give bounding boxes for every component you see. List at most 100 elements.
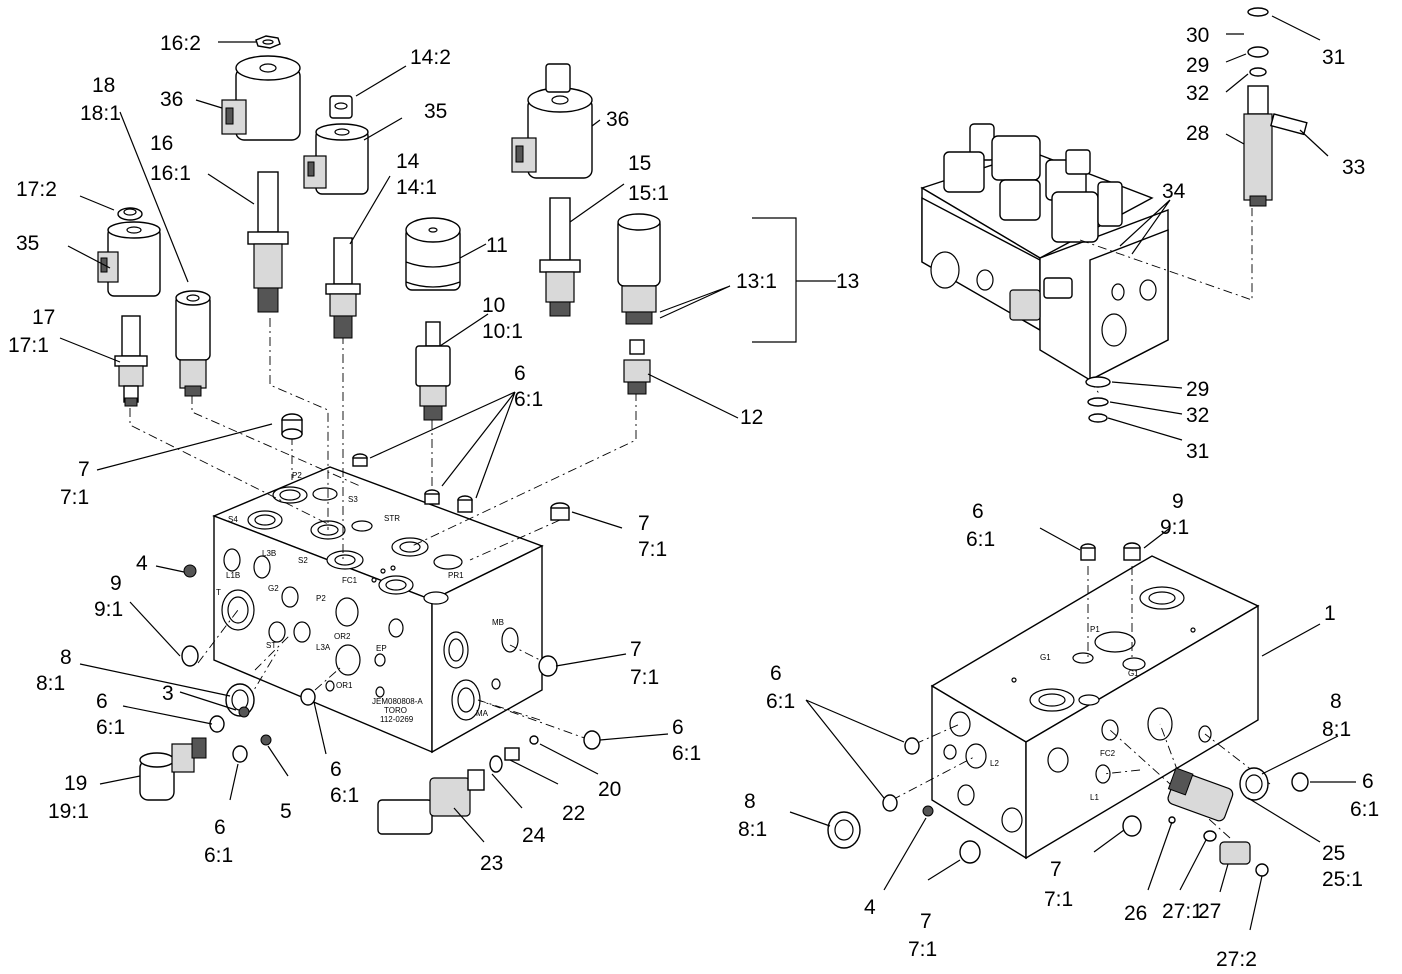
callout-6-secondary-left: 6	[770, 662, 782, 685]
callout-18: 18	[92, 74, 115, 97]
callout-6-right: 6	[672, 716, 684, 739]
port-label-g1: G1	[1040, 653, 1051, 662]
insert-12	[623, 339, 651, 395]
main-manifold-block: S4 P2 S3 STR L3B S2 L1B G2 T FC1 PR1 P2 …	[212, 466, 544, 754]
secondary-manifold-block: G1 P1 G1 FC2 L2 L1	[930, 555, 1260, 860]
port-label-g1-right: G1	[1128, 669, 1139, 678]
nut-16-2	[255, 35, 281, 49]
callout-13-1: 13:1	[736, 270, 777, 293]
callout-26: 26	[1124, 902, 1147, 925]
callout-28: 28	[1186, 122, 1209, 145]
callout-32-top: 32	[1186, 82, 1209, 105]
port-label-p2: P2	[292, 471, 302, 480]
callout-9-secondary: 9	[1172, 490, 1184, 513]
port-label-p2-front: P2	[316, 594, 326, 603]
callout-6-bottom: 6	[214, 816, 226, 839]
callout-17-1: 17:1	[8, 334, 49, 357]
port-label-l3a: L3A	[316, 643, 331, 652]
callout-30: 30	[1186, 24, 1209, 47]
manifold-maker: TORO	[384, 706, 407, 715]
callout-9-1: 9:1	[94, 598, 123, 621]
callout-3: 3	[162, 682, 174, 705]
callout-17-2: 17:2	[16, 178, 57, 201]
callout-8-1-secondary-left: 8:1	[738, 818, 767, 841]
assembled-valve-view	[920, 123, 1253, 396]
relief-valve-13	[617, 213, 661, 325]
callout-4: 4	[136, 552, 148, 575]
callout-25: 25	[1322, 842, 1345, 865]
port-label-t: T	[216, 588, 221, 597]
callout-29-bottom: 29	[1186, 378, 1209, 401]
callout-13: 13	[836, 270, 859, 293]
callout-14: 14	[396, 150, 420, 173]
port-label-pr1: PR1	[448, 571, 464, 580]
callout-6-1-secondary: 6:1	[966, 528, 995, 551]
port-label-l2: L2	[990, 759, 999, 768]
callout-23: 23	[480, 852, 503, 875]
callout-14-1: 14:1	[396, 176, 437, 199]
callout-33: 33	[1342, 156, 1365, 179]
callout-31-top: 31	[1322, 46, 1345, 69]
callout-6-secondary-right: 6	[1362, 770, 1374, 793]
port-label-fc2: FC2	[1100, 749, 1116, 758]
port-label-str: STR	[384, 514, 400, 523]
callout-6-1-mid: 6:1	[330, 784, 359, 807]
callouts: 16:2 14:2 36 35 18 18:1 16 16:1 14 14:1 …	[8, 24, 1379, 971]
callout-27-2: 27:2	[1216, 948, 1257, 971]
callout-22: 22	[562, 802, 585, 825]
plug-19	[139, 737, 207, 801]
callout-8-secondary: 8	[1330, 690, 1342, 713]
callout-6-secondary: 6	[972, 500, 984, 523]
callout-8-1: 8:1	[36, 672, 65, 695]
port-label-p1: P1	[1090, 625, 1100, 634]
callout-6-1-left: 6:1	[96, 716, 125, 739]
port-label-ep: EP	[376, 644, 387, 653]
nut-17-2	[117, 207, 143, 221]
cartridge-14	[325, 237, 361, 339]
plugs-secondary	[827, 542, 1309, 877]
callout-35: 35	[424, 100, 447, 123]
callout-31-bottom: 31	[1186, 440, 1209, 463]
port-label-mb: MB	[492, 618, 504, 627]
callout-7-lower: 7	[630, 638, 642, 661]
callout-35-left: 35	[16, 232, 39, 255]
nut-14-2	[329, 95, 353, 119]
port-label-or1: OR1	[336, 681, 353, 690]
callout-6-top: 6	[514, 362, 526, 385]
callout-10: 10	[482, 294, 505, 317]
callout-7-1-secondary-bottom: 7:1	[908, 938, 937, 961]
callout-7-1-secondary: 7:1	[1044, 888, 1073, 911]
callout-15-1: 15:1	[628, 182, 669, 205]
callout-8-secondary-left: 8	[744, 790, 756, 813]
callout-19: 19	[64, 772, 87, 795]
cartridge-10	[415, 321, 451, 421]
relief-valve-18	[175, 290, 211, 397]
callout-6-1-secondary-left: 6:1	[766, 690, 795, 713]
port-label-s2: S2	[298, 556, 308, 565]
callout-9-1-secondary: 9:1	[1160, 516, 1189, 539]
cartridge-17	[114, 315, 148, 407]
callout-8: 8	[60, 646, 72, 669]
callout-29-top: 29	[1186, 54, 1209, 77]
manifold-part-number: JEM080808-A	[372, 697, 423, 706]
callout-10-1: 10:1	[482, 320, 523, 343]
callout-27: 27	[1198, 900, 1221, 923]
port-label-or2: OR2	[334, 632, 351, 641]
coil-36-left	[221, 55, 301, 141]
callout-14-2: 14:2	[410, 46, 451, 69]
callout-9: 9	[110, 572, 122, 595]
port-label-fc1: FC1	[342, 576, 358, 585]
callout-7-1-lower: 7:1	[630, 666, 659, 689]
callout-36: 36	[160, 88, 183, 111]
callout-17: 17	[32, 306, 55, 329]
port-label-l1b: L1B	[226, 571, 240, 580]
callout-8-1-secondary: 8:1	[1322, 718, 1351, 741]
callout-36-right: 36	[606, 108, 629, 131]
callout-18-1: 18:1	[80, 102, 121, 125]
plugs-main	[181, 413, 601, 763]
callout-15: 15	[628, 152, 651, 175]
spool-valve-28	[1085, 7, 1308, 423]
port-label-st: ST	[266, 641, 276, 650]
callout-16-1: 16:1	[150, 162, 191, 185]
